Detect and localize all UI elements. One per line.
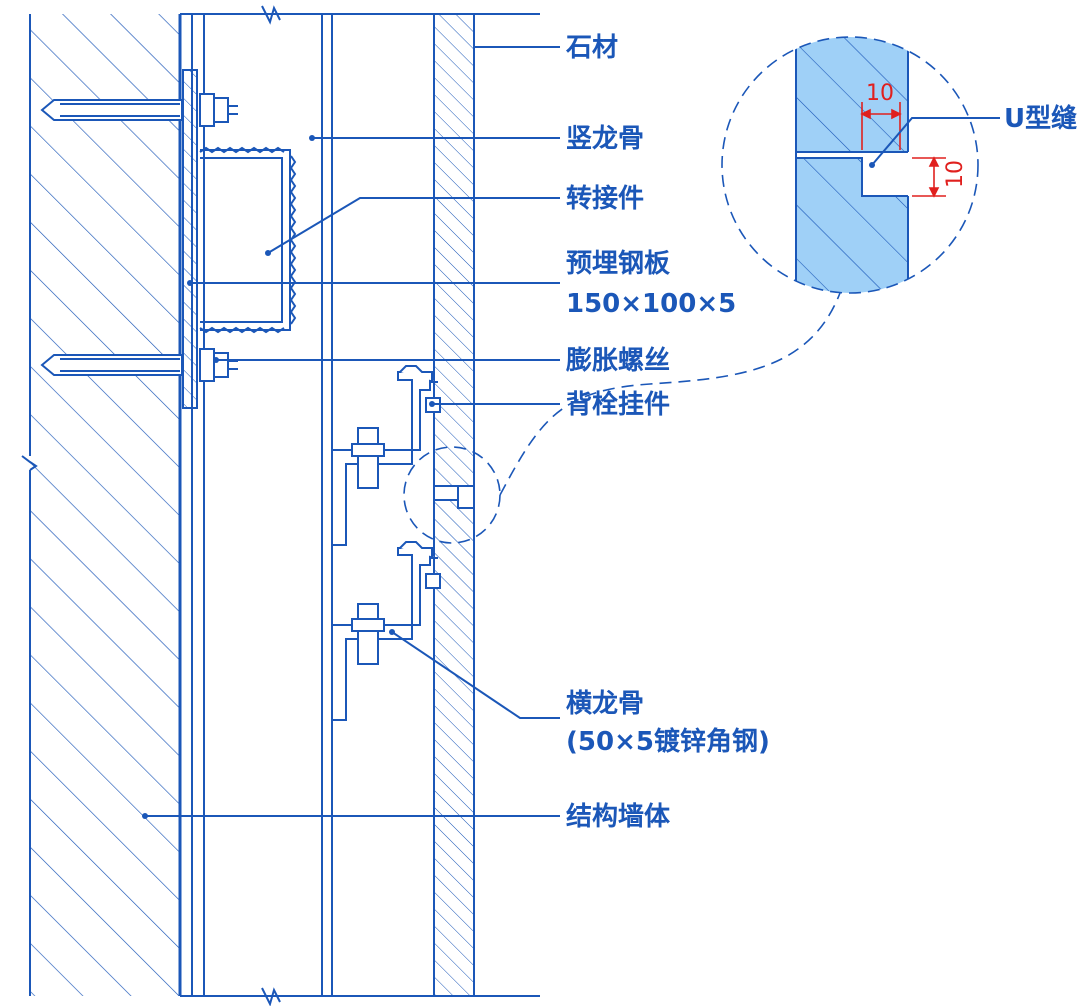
break-line-icon [21, 455, 38, 471]
bolt-icon [357, 427, 379, 489]
break-line-icon [261, 5, 281, 25]
nut-icon [351, 618, 385, 632]
stone-panel [433, 13, 475, 997]
nut-icon [351, 443, 385, 457]
leader-dots [142, 135, 875, 819]
structural-wall [21, 14, 182, 996]
joint-depth-dimension: 10 [943, 160, 968, 188]
label-embedded-plate: 预埋钢板 [566, 249, 670, 279]
label-embedded-plate-size: 150×100×5 [566, 289, 736, 319]
adapter-bracket [199, 146, 297, 334]
detail-connector [499, 292, 841, 496]
horizontal-keel-lower [331, 541, 441, 721]
label-vertical-keel: 竖龙骨 [566, 124, 644, 154]
joint-width-dimension: 10 [866, 81, 894, 106]
dimension-marks [860, 102, 946, 198]
nut-icon [199, 93, 215, 127]
expansion-bolt-upper [40, 93, 238, 127]
label-horizontal-keel: 横龙骨 [566, 689, 644, 719]
horizontal-keel-upper [331, 365, 441, 546]
nut-icon [213, 352, 229, 378]
bolt-icon [357, 603, 379, 665]
leader-lines [145, 46, 1000, 817]
embedded-steel-plate [182, 69, 198, 409]
label-expansion-bolt: 膨胀螺丝 [566, 346, 670, 376]
label-stone: 石材 [565, 33, 618, 63]
break-line-icon [261, 987, 281, 1006]
label-structural-wall: 结构墙体 [566, 802, 671, 832]
boundary-lines [180, 5, 540, 1006]
label-u-joint: U型缝 [1004, 103, 1077, 134]
vertical-keel [191, 14, 333, 996]
label-horizontal-keel-spec: (50×5镀锌角钢) [566, 726, 770, 757]
label-adapter: 转接件 [566, 184, 644, 214]
u-joint-detail [721, 36, 979, 294]
nut-icon [199, 348, 215, 382]
expansion-bolt-lower [40, 348, 238, 382]
nut-icon [213, 97, 229, 123]
label-back-bolt-hanger: 背栓挂件 [566, 390, 670, 420]
